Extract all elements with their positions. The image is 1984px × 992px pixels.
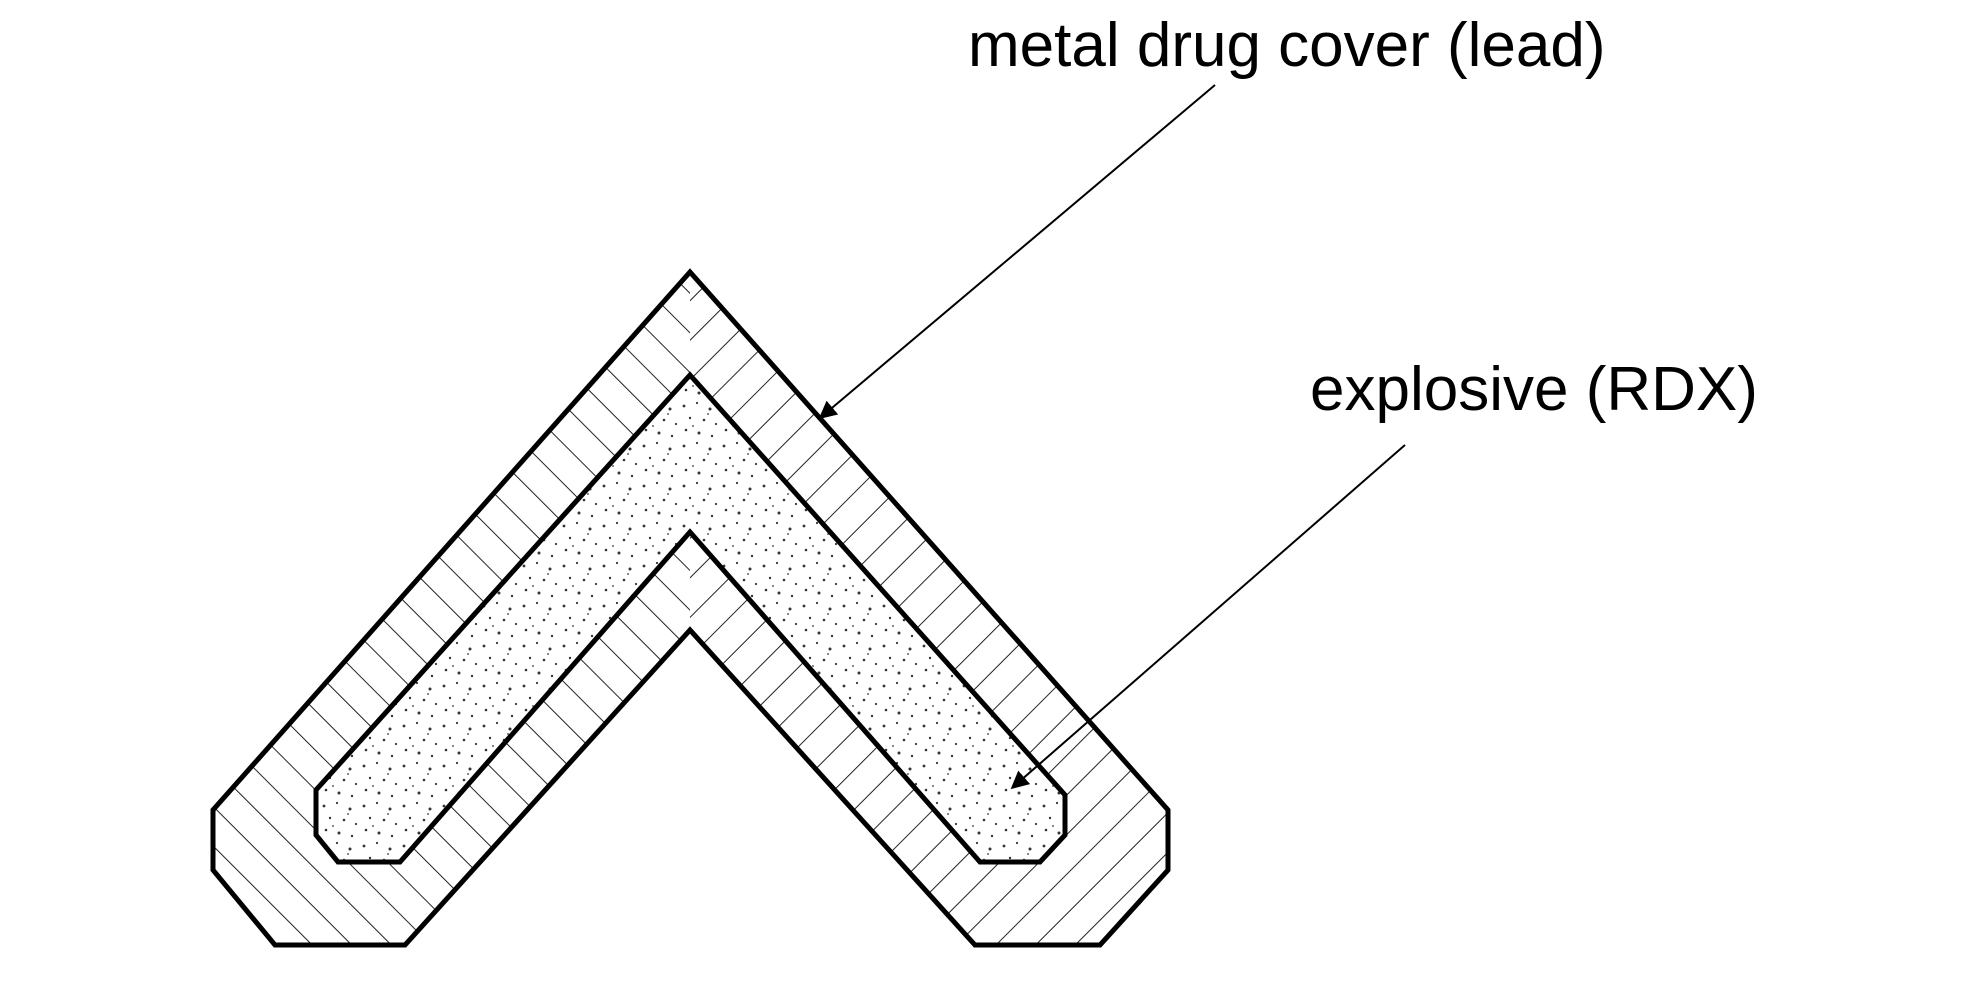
explosive-label: explosive (RDX) — [1310, 355, 1758, 424]
explosive-layer-shape — [313, 371, 1068, 865]
metal-cover-label: metal drug cover (lead) — [968, 11, 1606, 80]
cover-leader-line — [818, 84, 1216, 420]
explosive-leader-line — [1010, 444, 1406, 790]
